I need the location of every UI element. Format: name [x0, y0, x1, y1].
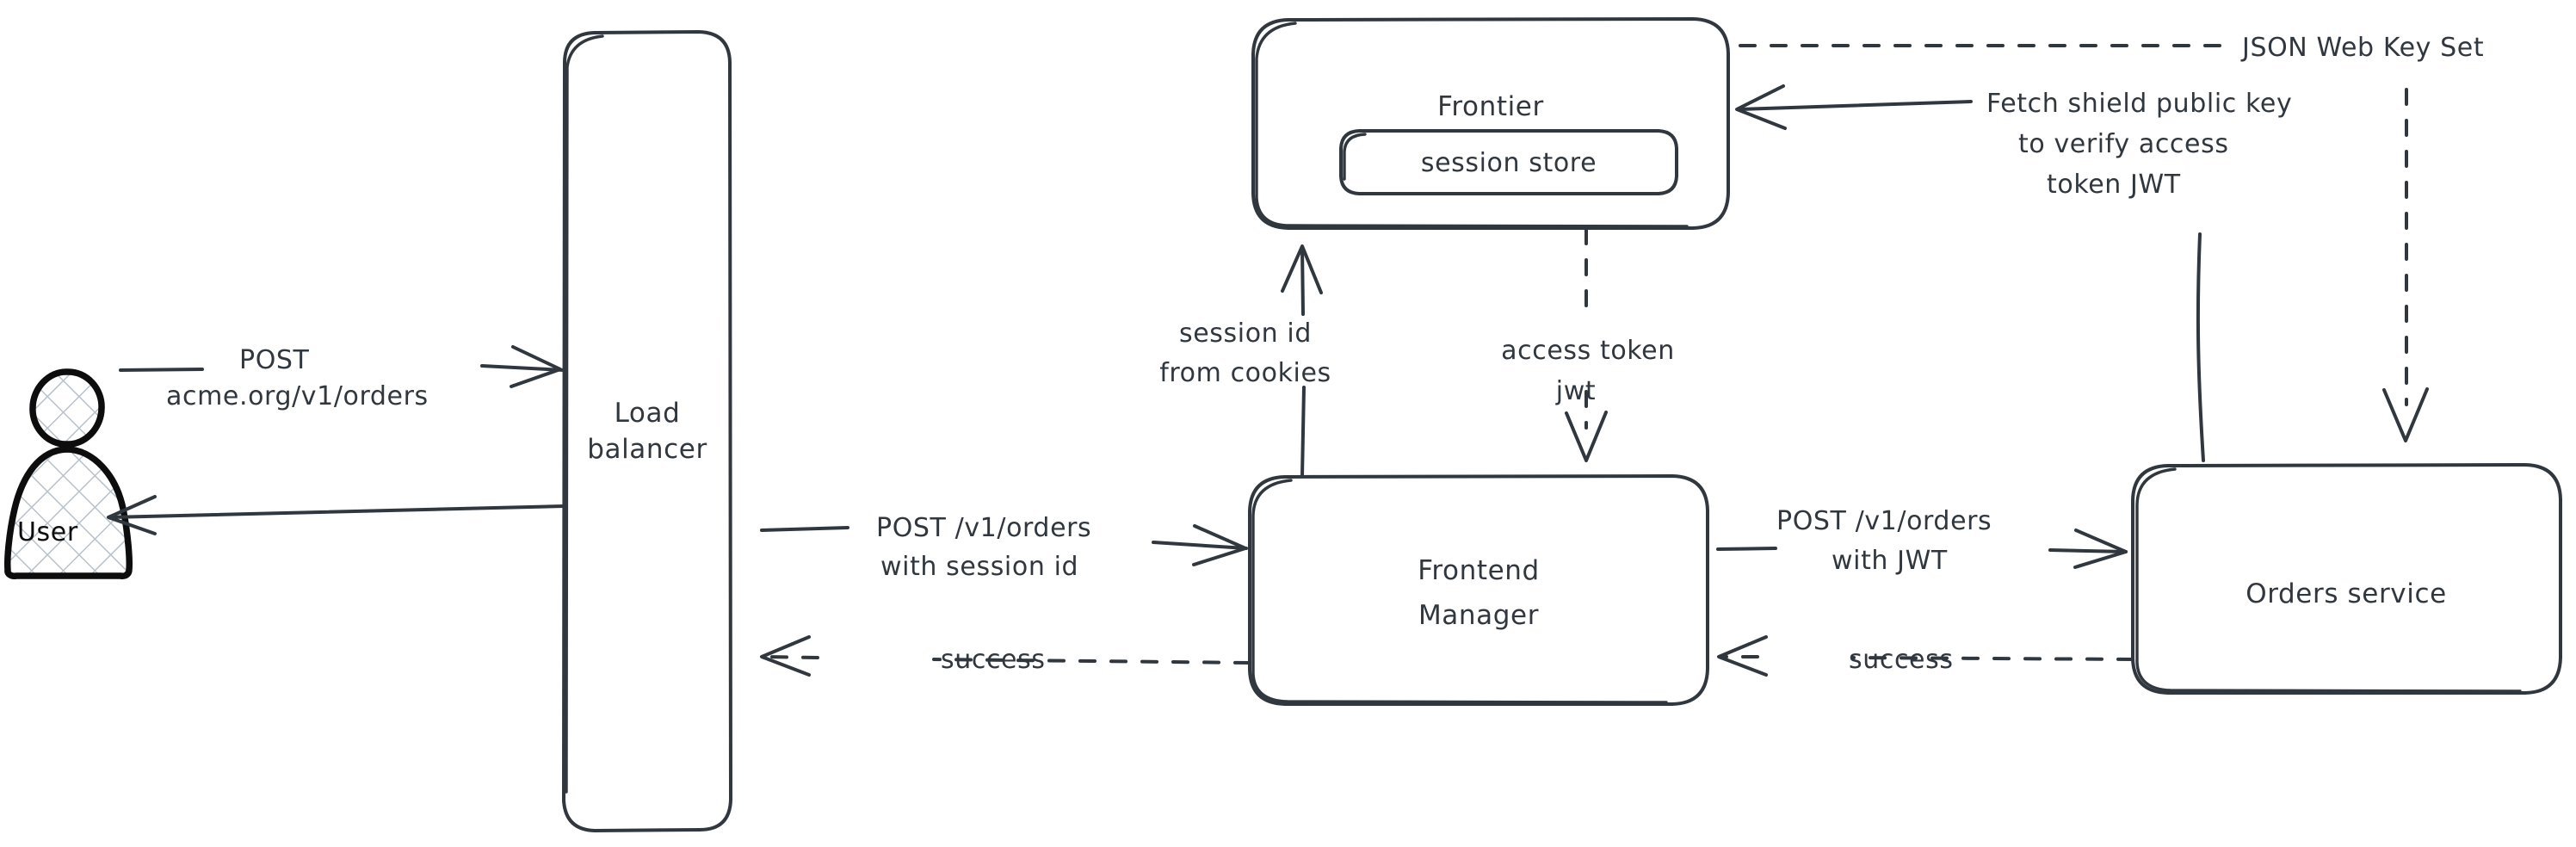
- edge-orders-to-frontier-label-line3: token JWT: [2047, 170, 2181, 200]
- node-load-balancer[interactable]: Load balancer: [562, 30, 732, 832]
- edge-fm-to-orders-line: [1716, 547, 1777, 551]
- session-store-outline: [1339, 129, 1678, 195]
- edge-orders-to-fm[interactable]: success: [1717, 635, 2134, 677]
- edge-user-to-lb-arrowhead: [510, 345, 562, 388]
- load-balancer-label-line2: balancer: [587, 434, 707, 465]
- edge-lb-to-fm-arrowhead: [1192, 524, 1247, 566]
- edge-user-to-load-balancer[interactable]: POST acme.org/v1/orders: [119, 345, 565, 411]
- edge-user-to-lb-label-line2: acme.org/v1/orders: [166, 381, 429, 411]
- edge-lb-to-user-arrowhead: [107, 495, 157, 535]
- edge-fm-to-lb-line-b: [763, 655, 819, 659]
- edge-orders-to-frontier-line: [1739, 100, 1973, 111]
- edge-fm-to-frontier-line-lower: [1300, 386, 1306, 478]
- edge-frontier-to-orders-jwks[interactable]: JSON Web Key Set: [1739, 33, 2484, 442]
- edge-orders-to-frontier-arrowhead: [1735, 84, 1787, 130]
- node-frontier[interactable]: Frontier session store: [1251, 17, 1730, 230]
- frontend-manager-outline-sketch: [1251, 479, 1668, 704]
- load-balancer-outline-sketch: [565, 34, 604, 794]
- edge-lb-to-fm-line: [760, 526, 849, 532]
- load-balancer-label-line1: Load: [615, 398, 681, 429]
- edge-lb-to-user-line: [108, 504, 565, 519]
- edge-orders-to-frontier-label-line2: to verify access: [2018, 129, 2229, 159]
- node-frontend-manager[interactable]: Frontend Manager: [1248, 474, 1709, 706]
- edge-orders-to-fm-line: [1850, 656, 2134, 661]
- edge-fm-to-orders-arrowhead: [2073, 529, 2128, 569]
- edge-fm-to-frontier[interactable]: session id from cookies: [1159, 244, 1331, 478]
- edge-fm-to-orders-label-line1: POST /v1/orders: [1776, 506, 1992, 536]
- edge-jwks-arrowhead: [2382, 387, 2429, 442]
- edge-user-to-lb-label-line1: POST: [239, 345, 310, 375]
- session-store-label: session store: [1421, 148, 1597, 178]
- edge-frontier-to-fm-label-line2: jwt: [1555, 376, 1596, 406]
- edge-frontend-manager-to-lb[interactable]: success: [760, 635, 1251, 677]
- frontend-manager-outline: [1248, 474, 1709, 706]
- edge-user-to-lb-line: [119, 368, 204, 372]
- edge-frontier-to-fm[interactable]: access token jwt: [1501, 227, 1675, 462]
- edge-fm-to-frontier-label-line1: session id: [1179, 318, 1312, 349]
- session-store-outline-sketch: [1343, 133, 1367, 181]
- user-body-icon: [4, 446, 133, 579]
- edge-fm-to-frontier-label-line2: from cookies: [1159, 358, 1331, 388]
- edge-user-to-lb-line-b: [480, 364, 565, 372]
- edge-orders-to-fm-arrowhead: [1717, 635, 1768, 677]
- frontier-label: Frontier: [1437, 91, 1544, 122]
- edge-frontier-to-fm-arrowhead: [1565, 411, 1608, 462]
- frontier-outline-sketch: [1255, 22, 1689, 228]
- orders-service-outline: [2131, 463, 2562, 695]
- edge-lb-to-frontend-manager[interactable]: POST /v1/orders with session id: [760, 513, 1248, 582]
- edge-lb-to-fm-label-line1: POST /v1/orders: [876, 513, 1091, 543]
- edge-load-balancer-to-user[interactable]: [107, 495, 565, 535]
- edge-orders-to-fm-label: success: [1849, 645, 1954, 675]
- load-balancer-outline: [562, 30, 732, 832]
- frontier-outline: [1251, 17, 1730, 230]
- edge-fm-to-frontier-line-upper: [1300, 246, 1305, 316]
- edge-jwks-label: JSON Web Key Set: [2240, 33, 2484, 63]
- node-session-store[interactable]: session store: [1339, 129, 1678, 195]
- edge-fm-to-frontier-arrowhead: [1281, 244, 1323, 294]
- frontend-manager-label-line2: Manager: [1418, 600, 1539, 631]
- edge-fm-to-orders[interactable]: POST /v1/orders with JWT: [1716, 506, 2128, 576]
- node-user[interactable]: User: [0, 362, 155, 585]
- edge-fm-to-orders-label-line2: with JWT: [1832, 546, 1948, 576]
- node-orders-service[interactable]: Orders service: [2131, 463, 2562, 695]
- edge-orders-to-frontier-riser: [2196, 232, 2205, 462]
- edge-fm-to-lb-arrowhead: [760, 635, 811, 677]
- user-label: User: [17, 517, 78, 547]
- orders-service-label: Orders service: [2246, 578, 2447, 609]
- edge-orders-to-frontier[interactable]: Fetch shield public key to verify access…: [1735, 84, 2292, 462]
- orders-service-outline-sketch: [2135, 467, 2522, 693]
- edge-orders-to-frontier-label-line1: Fetch shield public key: [1986, 89, 2292, 119]
- edge-lb-to-fm-line-b: [1152, 541, 1248, 550]
- edge-fm-to-orders-line-b: [2048, 548, 2128, 553]
- user-head-icon: [29, 368, 105, 448]
- edge-frontier-to-fm-label-line1: access token: [1501, 336, 1675, 366]
- edge-fm-to-lb-label: success: [941, 645, 1046, 675]
- frontend-manager-label-line1: Frontend: [1418, 555, 1540, 586]
- edge-lb-to-fm-label-line2: with session id: [880, 552, 1078, 582]
- edge-fm-to-lb-line: [932, 658, 1251, 665]
